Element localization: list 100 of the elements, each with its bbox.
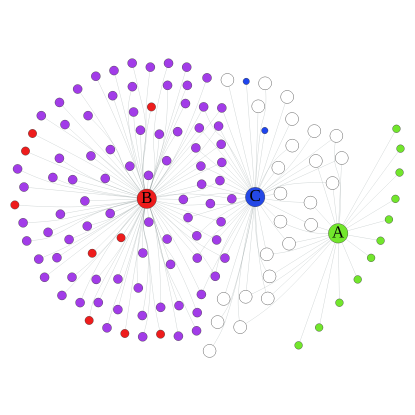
connector bbox=[152, 111, 220, 191]
node-circle bbox=[214, 120, 224, 130]
node-circle bbox=[210, 271, 220, 280]
node-circle bbox=[84, 316, 94, 324]
node-circle bbox=[83, 110, 93, 120]
node-circle bbox=[272, 160, 285, 174]
connector bbox=[338, 242, 340, 298]
connector bbox=[150, 208, 170, 260]
connector bbox=[221, 206, 254, 316]
node-circle bbox=[202, 72, 212, 82]
connector bbox=[42, 204, 139, 257]
connector bbox=[154, 129, 216, 192]
node-circle bbox=[22, 236, 32, 246]
node-circle bbox=[252, 99, 265, 112]
connector bbox=[150, 207, 178, 301]
node-circle bbox=[196, 160, 206, 170]
node-circle bbox=[40, 272, 50, 282]
connector bbox=[256, 133, 264, 187]
node-circle bbox=[154, 128, 164, 138]
node-circle bbox=[113, 304, 123, 314]
connector bbox=[140, 134, 146, 189]
connector bbox=[214, 200, 246, 204]
node-circle bbox=[113, 274, 123, 284]
connector bbox=[318, 166, 336, 224]
node-circle bbox=[304, 218, 318, 232]
node-circle bbox=[354, 274, 362, 284]
connector bbox=[264, 198, 304, 202]
node-circle bbox=[134, 282, 144, 292]
node-circle bbox=[274, 214, 288, 228]
connector bbox=[28, 200, 138, 222]
node-circle bbox=[335, 150, 348, 164]
node-circle bbox=[391, 194, 400, 202]
connector bbox=[334, 142, 341, 224]
connector bbox=[94, 158, 140, 192]
connector bbox=[100, 206, 143, 298]
connector bbox=[150, 207, 161, 302]
connector bbox=[143, 208, 150, 332]
connector bbox=[224, 148, 250, 188]
node-circle bbox=[10, 200, 20, 209]
connector bbox=[262, 139, 332, 191]
node-circle bbox=[80, 196, 90, 206]
connector bbox=[273, 236, 330, 254]
node-circle bbox=[128, 81, 138, 91]
connector bbox=[151, 164, 165, 190]
connector bbox=[156, 184, 198, 196]
connector bbox=[123, 206, 142, 234]
connector bbox=[333, 188, 338, 224]
connector bbox=[91, 118, 141, 191]
node-circle bbox=[384, 214, 394, 224]
node-circle bbox=[64, 234, 74, 244]
connector bbox=[29, 152, 138, 196]
node-circle bbox=[86, 150, 96, 160]
node-circle bbox=[227, 194, 237, 204]
node-circle: A bbox=[328, 222, 348, 243]
node-circle bbox=[144, 216, 154, 226]
node-circle bbox=[178, 194, 188, 204]
node-circle bbox=[395, 168, 404, 176]
node-circle bbox=[396, 144, 405, 152]
node-circle: B bbox=[136, 188, 157, 208]
connector bbox=[152, 82, 206, 191]
node-circle bbox=[191, 142, 201, 152]
node-circle bbox=[261, 291, 274, 305]
node-circle bbox=[138, 248, 148, 258]
node-circle bbox=[162, 155, 172, 165]
connector bbox=[143, 208, 149, 311]
connector bbox=[254, 206, 266, 270]
connector bbox=[342, 132, 395, 224]
connector bbox=[142, 71, 150, 189]
node-circle bbox=[156, 302, 166, 312]
connector bbox=[150, 89, 186, 190]
node-circle bbox=[326, 176, 340, 190]
connector bbox=[154, 146, 218, 193]
node-circle bbox=[182, 80, 192, 90]
node-circle bbox=[182, 62, 192, 72]
connector bbox=[156, 198, 179, 199]
connector bbox=[223, 112, 252, 188]
node-circle bbox=[216, 292, 230, 306]
node-circle bbox=[166, 259, 176, 269]
node-circle bbox=[136, 124, 146, 134]
connector bbox=[62, 105, 140, 192]
node-circle bbox=[216, 139, 226, 148]
connector bbox=[89, 198, 137, 200]
node-circle bbox=[192, 326, 202, 336]
node-circle bbox=[335, 298, 344, 306]
node-circle bbox=[164, 58, 174, 68]
connector bbox=[314, 206, 332, 226]
connector bbox=[216, 204, 250, 272]
node-circle bbox=[242, 77, 250, 84]
connector bbox=[19, 200, 138, 207]
node-circle bbox=[294, 340, 303, 349]
connector bbox=[255, 206, 266, 292]
connector bbox=[150, 71, 186, 190]
node-circle bbox=[125, 160, 135, 170]
connector bbox=[154, 203, 213, 238]
connector bbox=[156, 200, 206, 205]
node-circle bbox=[239, 290, 252, 303]
connector bbox=[36, 134, 139, 193]
node-circle bbox=[215, 175, 225, 185]
connector bbox=[255, 89, 266, 187]
connector bbox=[262, 136, 311, 191]
